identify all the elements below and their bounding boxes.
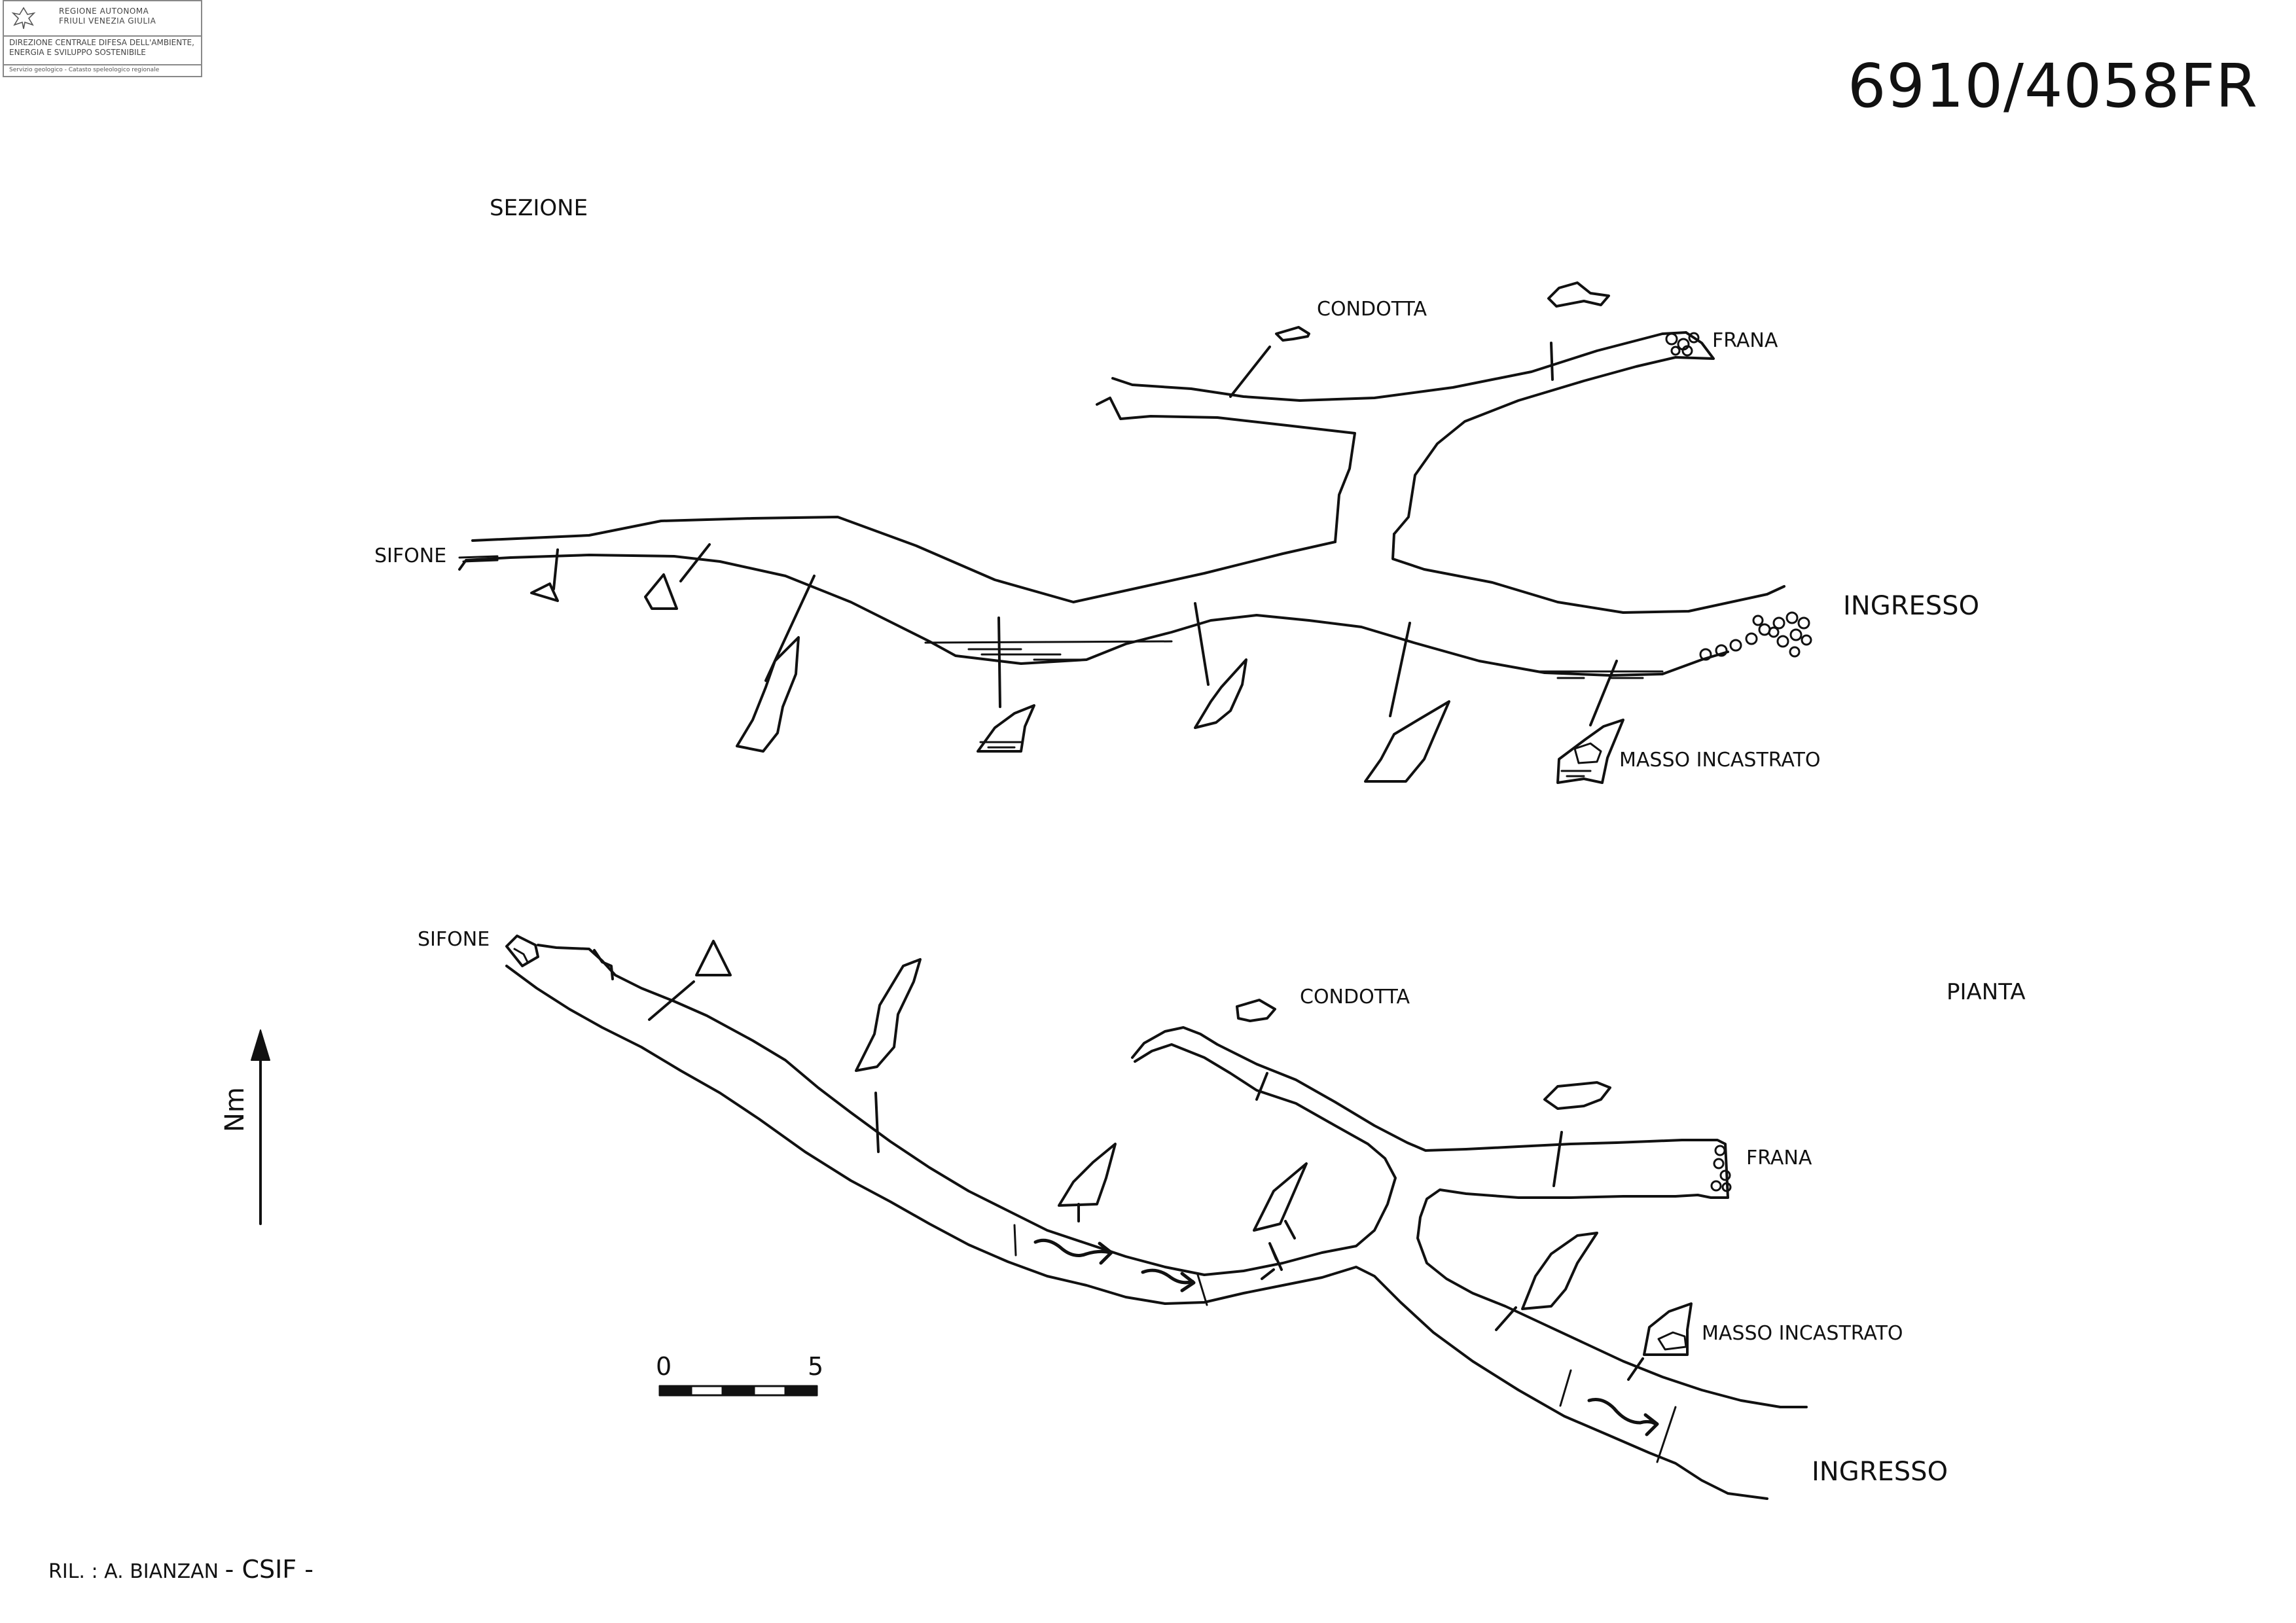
organization-name: REGIONE AUTONOMA FRIULI VENEZIA GIULIA	[59, 7, 156, 26]
section-title: SEZIONE	[490, 195, 588, 221]
section-label-masso: MASSO INCASTRATO	[1619, 749, 1821, 772]
plan-passage	[505, 935, 1808, 1500]
section-label-sifone: SIFONE	[374, 544, 447, 567]
section-label-frana: FRANA	[1712, 329, 1778, 352]
department-name: DIREZIONE CENTRALE DIFESA DELL'AMBIENTE,…	[9, 38, 194, 57]
cave-code: 6910/4058FR	[1847, 51, 2258, 121]
plan-label-masso: MASSO INCASTRATO	[1702, 1322, 1903, 1345]
section-label-ingresso: INGRESSO	[1843, 591, 1980, 621]
plan-title: PIANTA	[1946, 979, 2026, 1005]
plan-label-frana: FRANA	[1746, 1147, 1812, 1169]
plan-label-ingresso: INGRESSO	[1812, 1457, 1948, 1487]
institution-logo-block: REGIONE AUTONOMA FRIULI VENEZIA GIULIA D…	[3, 0, 202, 77]
section-label-condotta: CONDOTTA	[1317, 298, 1427, 321]
logo-header-row: REGIONE AUTONOMA FRIULI VENEZIA GIULIA	[4, 1, 201, 37]
plan-label-sifone: SIFONE	[418, 928, 490, 951]
logo-department-row: DIREZIONE CENTRALE DIFESA DELL'AMBIENTE,…	[4, 35, 201, 65]
credit-org: - CSIF -	[224, 1555, 314, 1584]
service-name: Servizio geologico - Catasto speleologic…	[9, 67, 160, 73]
scale-bar	[658, 1385, 818, 1397]
credit-surveyor: RIL. : A. BIANZAN	[48, 1560, 219, 1583]
plan-label-condotta: CONDOTTA	[1300, 986, 1410, 1008]
survey-credit: RIL. : A. BIANZAN - CSIF -	[48, 1555, 314, 1584]
scale-end-label: 5	[808, 1352, 824, 1381]
scale-start-label: 0	[656, 1352, 672, 1381]
north-arrow-icon	[251, 1029, 270, 1225]
section-passage	[458, 281, 1812, 784]
eagle-emblem-icon	[11, 7, 36, 29]
